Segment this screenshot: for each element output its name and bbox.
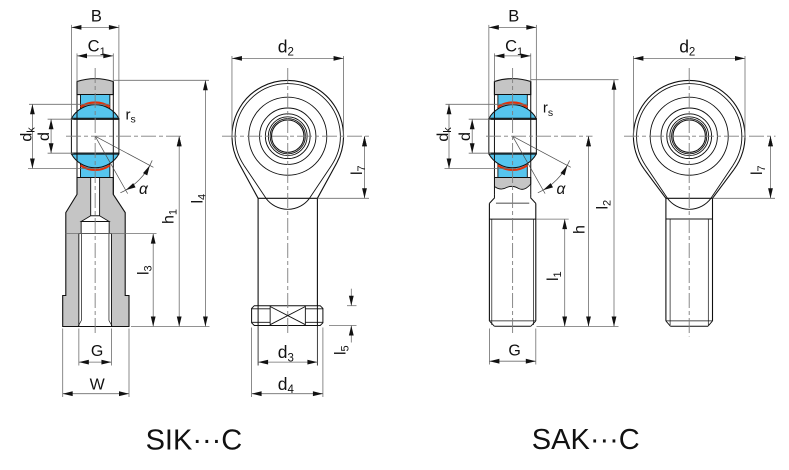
svg-text:α: α bbox=[556, 181, 566, 198]
svg-text:l2: l2 bbox=[595, 200, 614, 210]
svg-text:h: h bbox=[572, 225, 589, 234]
svg-text:W: W bbox=[90, 377, 106, 394]
svg-text:d: d bbox=[36, 132, 53, 141]
svg-text:B: B bbox=[508, 8, 519, 26]
svg-text:d: d bbox=[457, 132, 474, 141]
svg-text:B: B bbox=[91, 8, 102, 26]
svg-text:rs: rs bbox=[543, 100, 553, 119]
svg-text:l1: l1 bbox=[545, 271, 564, 281]
svg-text:α: α bbox=[139, 181, 149, 198]
svg-text:l5: l5 bbox=[333, 345, 352, 355]
svg-text:l4: l4 bbox=[190, 194, 209, 204]
svg-text:G: G bbox=[508, 343, 520, 360]
svg-text:l3: l3 bbox=[136, 265, 155, 275]
svg-text:rs: rs bbox=[125, 107, 135, 126]
svg-text:SIK···C: SIK···C bbox=[146, 425, 243, 457]
svg-text:l7: l7 bbox=[349, 165, 368, 175]
svg-text:G: G bbox=[91, 343, 103, 360]
svg-text:l7: l7 bbox=[749, 165, 768, 175]
svg-text:SAK···C: SAK···C bbox=[532, 424, 640, 456]
